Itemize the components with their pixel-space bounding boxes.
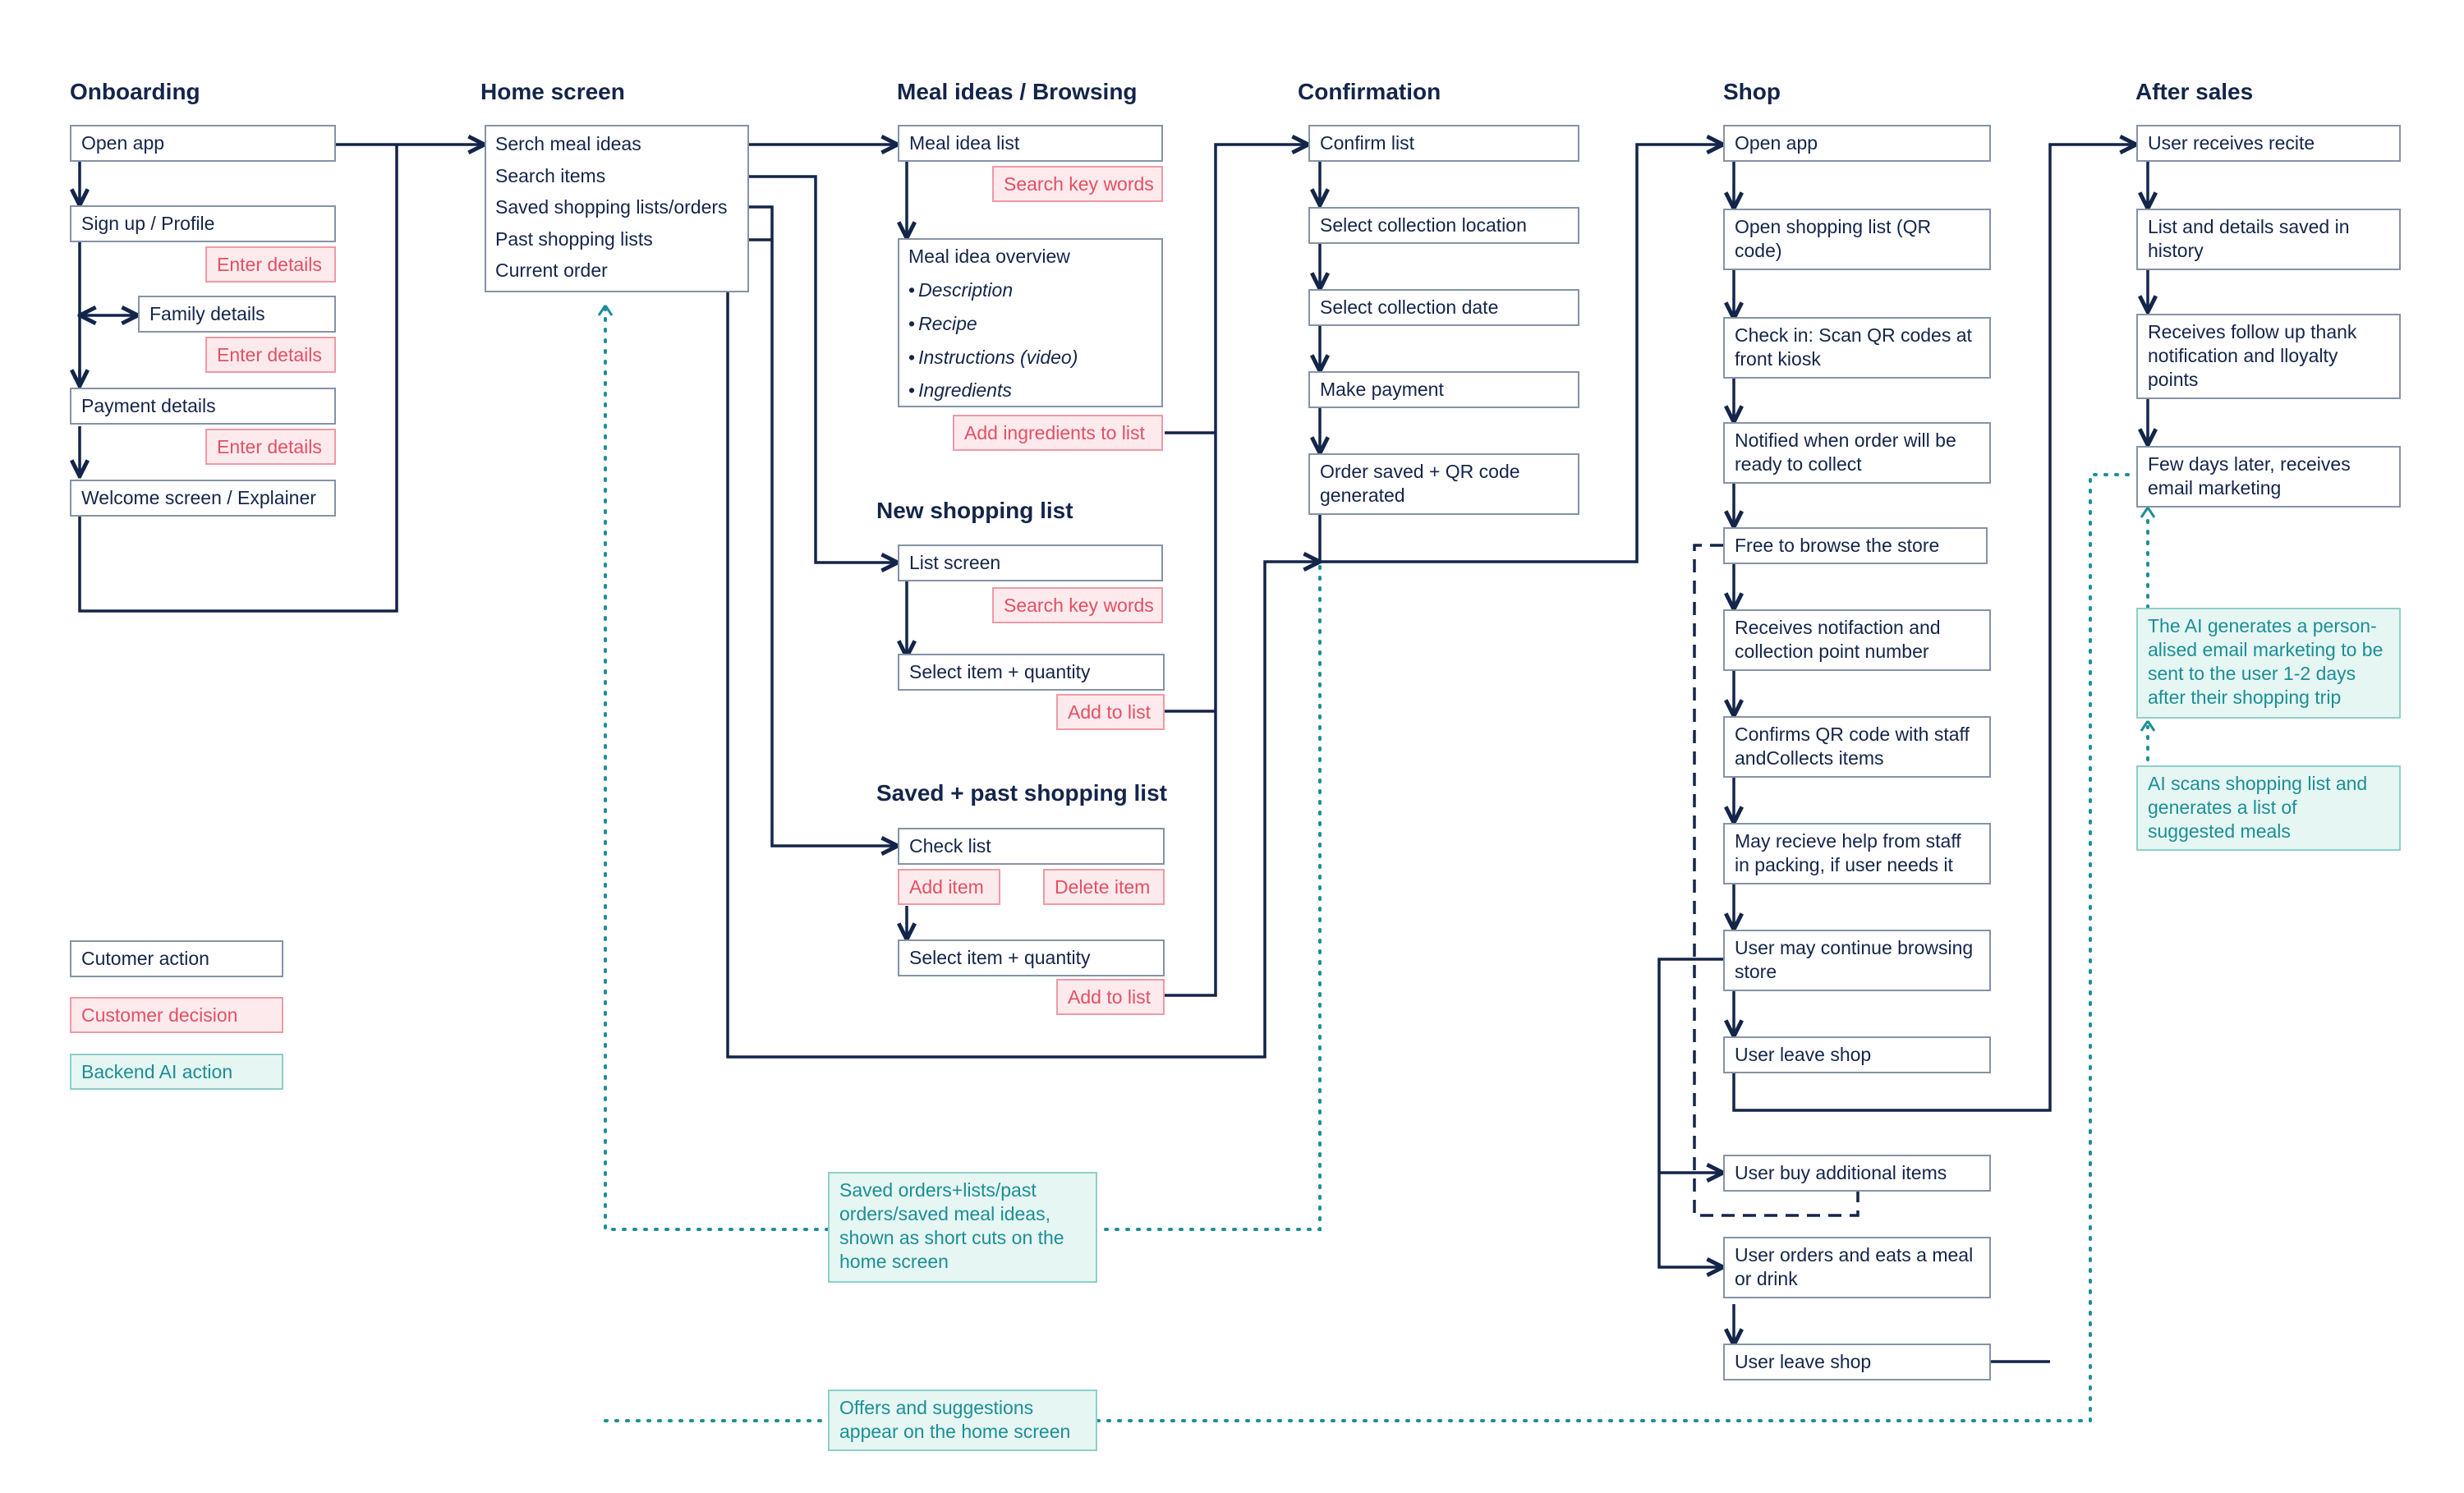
node-select-item-quantity: Select item + quantity: [898, 939, 1165, 976]
menu-item-search-items: Search items: [495, 165, 606, 186]
overview-ingredients: Ingredients: [908, 379, 1012, 402]
overview-title: Meal idea overview: [908, 246, 1070, 267]
decision-add-to-list: Add to list: [1056, 694, 1165, 730]
ai-suggested-meals: AI scans shopping list and generates a l…: [2136, 765, 2401, 851]
node-buy-additional: User buy additional items: [1723, 1155, 1991, 1192]
header-new-shopping-list: New shopping list: [876, 498, 1073, 523]
node-continue-browsing: User may continue browsing store: [1723, 930, 1991, 991]
legend-customer-action: Cutomer action: [70, 940, 283, 977]
node-notified: Notified when order will be ready to col…: [1723, 422, 1991, 484]
node-shop-open-app: Open app: [1723, 125, 1991, 162]
header-after-sales: After sales: [2135, 79, 2254, 104]
decision-add-ingredients: Add ingredients to list: [953, 415, 1163, 451]
header-meal-ideas: Meal ideas / Browsing: [897, 79, 1138, 104]
node-free-to-browse: Free to browse the store: [1723, 527, 1988, 564]
node-confirms-qr: Confirms QR code with staff andCollects …: [1723, 716, 1991, 778]
decision-enter-details: Enter details: [205, 246, 336, 283]
decision-search-key-words: Search key words: [992, 587, 1163, 623]
node-payment-details: Payment details: [70, 388, 336, 425]
decision-delete-item: Delete item: [1043, 869, 1165, 905]
decision-search-key-words: Search key words: [992, 166, 1163, 202]
decision-enter-details: Enter details: [205, 429, 336, 465]
node-open-shopping-list: Open shopping list (QR code): [1723, 209, 1991, 270]
node-email-marketing: Few days later, receives email marketing: [2136, 446, 2401, 508]
node-list-screen: List screen: [898, 544, 1163, 581]
node-help-packing: May recieve help from staff in packing, …: [1723, 823, 1991, 884]
legend-backend-ai-action: Backend AI action: [70, 1054, 283, 1090]
node-follow-up-loyalty: Receives follow up thank notification an…: [2136, 314, 2401, 399]
node-check-list: Check list: [898, 828, 1165, 865]
overview-instructions: Instructions (video): [908, 346, 1078, 370]
node-confirm-list: Confirm list: [1308, 125, 1579, 162]
node-select-collection-location: Select collection location: [1308, 207, 1579, 244]
overview-description: Description: [908, 278, 1013, 302]
node-leave-shop: User leave shop: [1723, 1036, 1991, 1073]
node-select-item-quantity: Select item + quantity: [898, 654, 1165, 691]
menu-item-saved-shopping-lists: Saved shopping lists/orders: [495, 196, 728, 218]
ai-home-shortcuts: Saved orders+lists/past orders/saved mea…: [828, 1172, 1097, 1283]
decision-enter-details: Enter details: [205, 337, 336, 373]
node-saved-in-history: List and details saved in history: [2136, 209, 2401, 270]
menu-item-search-meal-ideas: Serch meal ideas: [495, 133, 641, 154]
node-order-saved-qr: Order saved + QR code generated: [1308, 453, 1579, 515]
node-sign-up-profile: Sign up / Profile: [70, 205, 336, 242]
header-confirmation: Confirmation: [1298, 79, 1441, 104]
node-open-app: Open app: [70, 125, 336, 162]
ai-personalised-email: The AI generates a person-alised email m…: [2136, 608, 2401, 719]
home-screen-menu: [485, 125, 749, 292]
node-family-details: Family details: [138, 296, 336, 333]
header-saved-shopping-list: Saved + past shopping list: [876, 780, 1167, 806]
menu-item-current-order: Current order: [495, 260, 608, 281]
node-meal-or-drink: User orders and eats a meal or drink: [1723, 1237, 1991, 1298]
node-check-in: Check in: Scan QR codes at front kiosk: [1723, 317, 1991, 379]
header-home-screen: Home screen: [480, 79, 625, 104]
header-onboarding: Onboarding: [70, 79, 200, 104]
node-make-payment: Make payment: [1308, 371, 1579, 408]
node-meal-idea-list: Meal idea list: [898, 125, 1163, 162]
node-select-collection-date: Select collection date: [1308, 289, 1579, 326]
node-receives-receipt: User receives recite: [2136, 125, 2401, 162]
node-welcome-screen: Welcome screen / Explainer: [70, 480, 336, 517]
ai-offers-suggestions: Offers and suggestions appear on the hom…: [828, 1390, 1097, 1451]
menu-item-past-shopping-lists: Past shopping lists: [495, 228, 653, 250]
legend-customer-decision: Customer decision: [70, 997, 283, 1033]
node-leave-shop: User leave shop: [1723, 1344, 1991, 1380]
decision-add-to-list: Add to list: [1056, 979, 1165, 1015]
overview-recipe: Recipe: [908, 312, 977, 336]
node-receives-notification: Receives notifaction and collection poin…: [1723, 609, 1991, 671]
header-shop: Shop: [1723, 79, 1781, 104]
decision-add-item: Add item: [898, 869, 1000, 905]
